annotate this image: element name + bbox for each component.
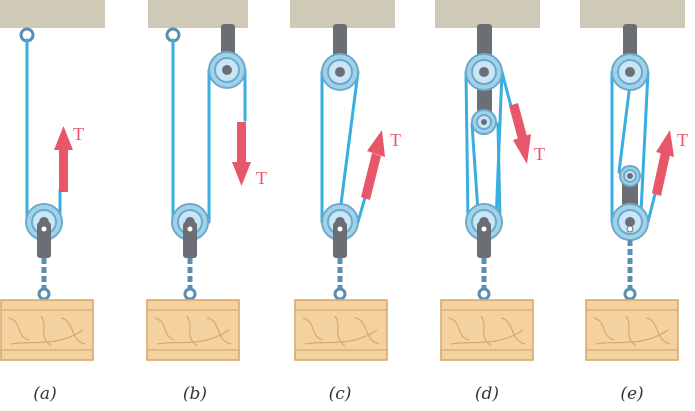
panel-a: T [0, 0, 105, 301]
ceiling-e [580, 0, 685, 28]
tension-arrow-e [652, 130, 674, 196]
crate-c [294, 299, 388, 361]
caption-a: (a) [33, 384, 56, 404]
tension-arrow-c [361, 130, 385, 200]
rope-inner-right-d [470, 122, 480, 214]
crate-hook-c [333, 287, 347, 301]
rope-free-d [500, 70, 514, 112]
tension-label-e: T [677, 130, 688, 150]
panel-e: T [580, 0, 688, 301]
fixed-pulley-lower-d [471, 109, 497, 135]
ceiling-c [290, 0, 395, 28]
tension-label-d: T [534, 144, 545, 164]
caption-b: (b) [183, 384, 207, 404]
ceiling-b [148, 0, 248, 28]
panel-d: T [435, 0, 545, 301]
rope-middle-c [338, 70, 360, 214]
tension-label-b: T [256, 168, 267, 188]
rope-lower-d [496, 122, 502, 224]
tension-label-c: T [390, 130, 401, 150]
moving-pulley-c [321, 203, 359, 258]
moving-pulley-a [25, 203, 63, 258]
caption-d: (d) [475, 384, 499, 404]
ceiling-d [435, 0, 540, 28]
rope-inner2-e [639, 70, 650, 214]
crate-a [0, 299, 94, 361]
crate-hook-e [623, 287, 637, 301]
crate-d [440, 299, 534, 361]
moving-pulley-e [611, 203, 649, 241]
caption-e: (e) [620, 384, 643, 404]
crate-e [585, 299, 679, 361]
caption-c: (c) [329, 384, 352, 404]
crate-hook-d [477, 287, 491, 301]
rope-free-e [646, 188, 658, 224]
rope-inner-e [617, 82, 632, 174]
fixed-pulley-e [611, 53, 649, 91]
crate-hook-b [183, 287, 197, 301]
moving-pulley-b [171, 203, 209, 258]
moving-pulley-d [465, 203, 503, 258]
ceiling-a [0, 0, 105, 28]
crate-b [146, 299, 240, 361]
tension-arrow-b [232, 122, 251, 186]
rope-left-d [464, 70, 470, 224]
crate-hook-a [37, 287, 51, 301]
panel-b: T [148, 0, 267, 301]
fixed-pulley-c [321, 53, 359, 91]
tension-label-a: T [73, 124, 84, 144]
panel-c: T [290, 0, 401, 301]
fixed-pulley-b [208, 51, 246, 89]
tension-arrow-a [54, 126, 73, 192]
tension-arrow-d [509, 103, 531, 164]
fixed-pulley-upper-d [465, 53, 503, 91]
